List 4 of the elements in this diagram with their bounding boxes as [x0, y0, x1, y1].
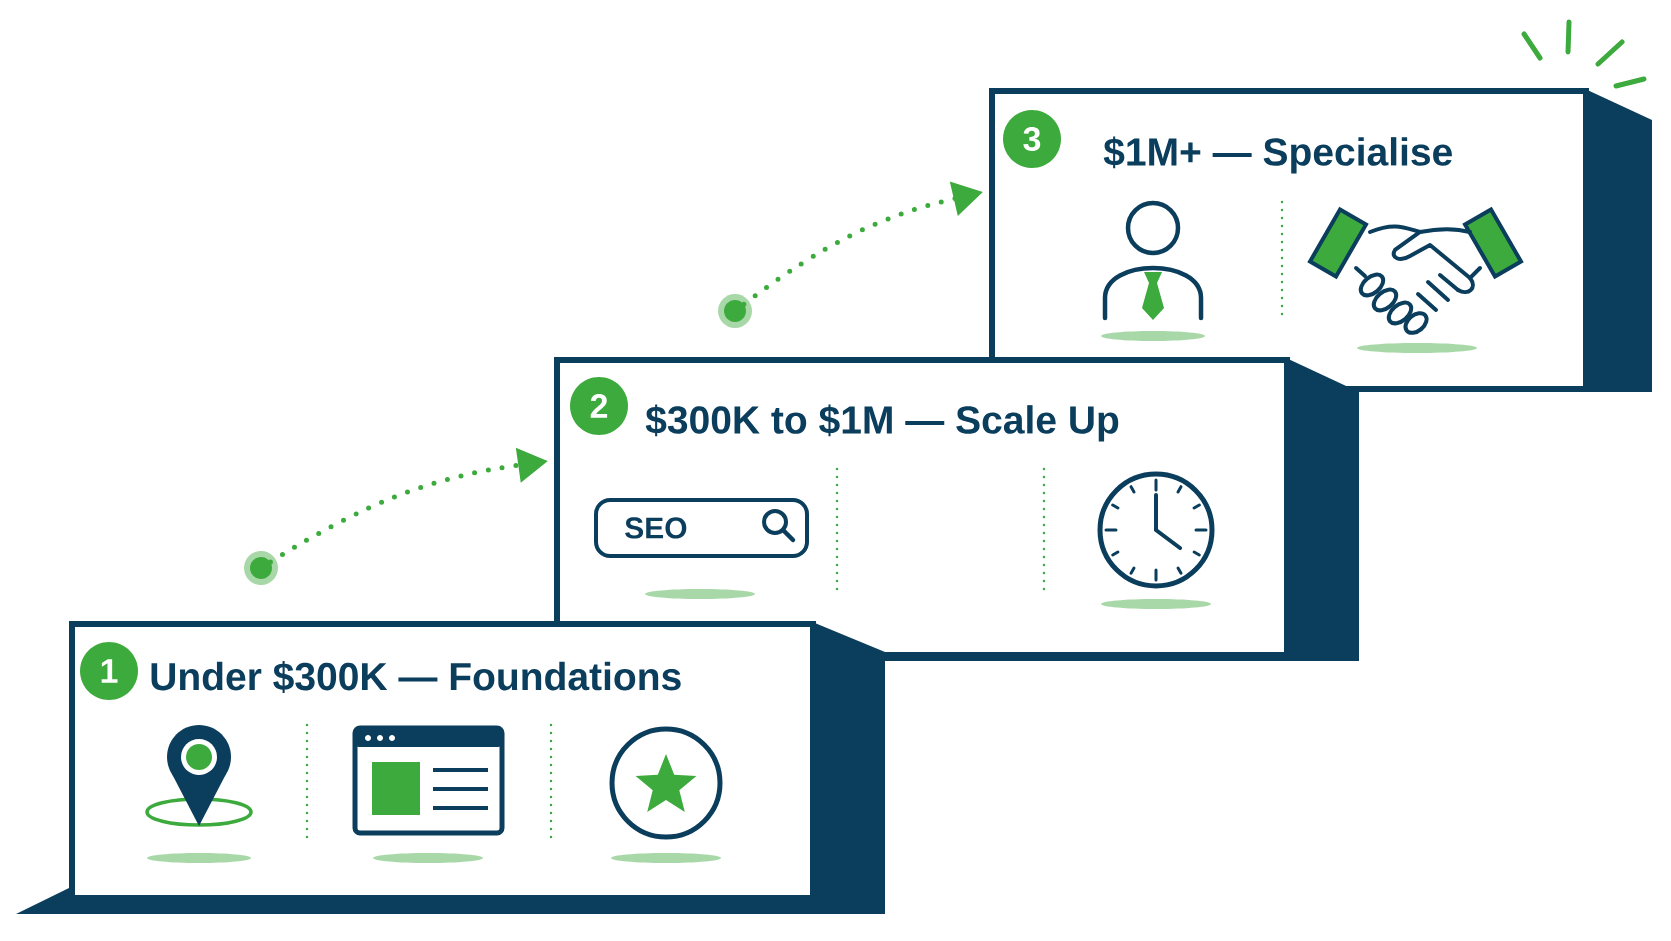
start-dot: [718, 294, 752, 328]
start-dot: [244, 551, 278, 585]
heading: Under $300K — Foundations: [151, 661, 681, 693]
number-badge: 1: [80, 642, 138, 700]
